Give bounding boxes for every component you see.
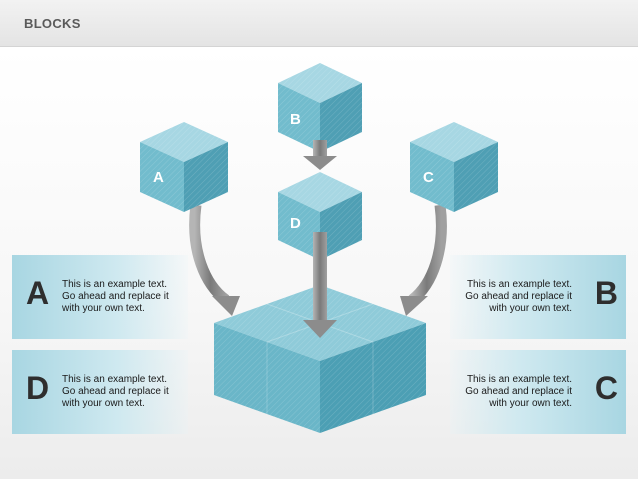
box-text-c: This is an example text. Go ahead and re… bbox=[465, 374, 572, 409]
arrow-b-to-d bbox=[303, 140, 337, 170]
arrow-c-to-base bbox=[400, 204, 447, 316]
header-bar: BLOCKS bbox=[0, 0, 638, 47]
cube-d: D bbox=[278, 172, 362, 260]
box-letter-b: B bbox=[594, 275, 618, 311]
box-letter-c: C bbox=[594, 370, 618, 406]
text-box-a: A This is an example text. Go ahead and … bbox=[12, 255, 188, 339]
cube-b-label: B bbox=[290, 111, 301, 128]
cube-d-label: D bbox=[290, 215, 301, 232]
box-text-b: This is an example text. Go ahead and re… bbox=[465, 279, 572, 314]
cube-b: B bbox=[278, 63, 362, 152]
cube-c-label: C bbox=[423, 169, 434, 186]
arrow-d-to-base bbox=[303, 232, 337, 338]
cube-a-label: A bbox=[153, 169, 164, 186]
box-text-a: This is an example text. Go ahead and re… bbox=[62, 279, 169, 314]
box-text-d: This is an example text. Go ahead and re… bbox=[62, 374, 169, 409]
arrow-a-to-base bbox=[189, 204, 240, 316]
page-title: BLOCKS bbox=[24, 16, 81, 31]
text-box-d: D This is an example text. Go ahead and … bbox=[12, 350, 188, 434]
text-box-b: This is an example text. Go ahead and re… bbox=[450, 255, 626, 339]
box-letter-d: D bbox=[26, 370, 50, 406]
box-letter-a: A bbox=[26, 275, 50, 311]
cube-c: C bbox=[410, 122, 498, 212]
text-box-c: This is an example text. Go ahead and re… bbox=[450, 350, 626, 434]
cube-a: A bbox=[140, 122, 228, 212]
blocks-diagram: A C B bbox=[140, 63, 498, 433]
